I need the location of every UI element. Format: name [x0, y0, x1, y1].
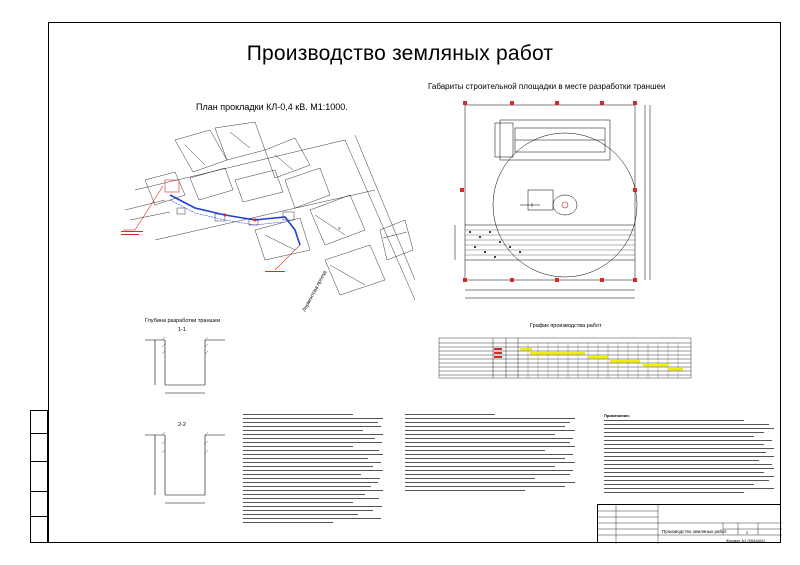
page-title: Производство земляных работ	[246, 42, 554, 65]
site-caption: Габариты строительной площадки в месте р…	[428, 82, 666, 91]
title-block-sheet-number: 2	[746, 529, 749, 535]
section-2-label: 2-2	[178, 422, 186, 428]
street-label: Лермонтова проезд	[301, 270, 328, 313]
schedule-table	[438, 337, 692, 379]
notes-title: Примечания:	[604, 413, 630, 418]
side-stamp-strip	[30, 410, 48, 543]
schedule-caption: График производства работ	[530, 323, 602, 329]
section-1-label: 1-1	[178, 327, 186, 333]
drawing-frame	[48, 22, 781, 543]
title-block-grid	[598, 505, 782, 544]
text-block-left	[243, 414, 383, 523]
section-1-drawing	[145, 336, 225, 394]
svg-text:4: 4	[336, 225, 342, 230]
text-block-middle	[405, 414, 575, 491]
title-block: Производство земляных работ 2 Формат А1 …	[597, 504, 782, 544]
plan-caption: План прокладки КЛ-0,4 кВ. М1:1000.	[196, 102, 348, 112]
title-block-title: Производство земляных работ	[662, 529, 727, 534]
site-layout-drawing	[454, 101, 651, 299]
cable-route-plan: Лермонтова проезд 4	[121, 121, 415, 313]
title-block-format: Формат А1 (594х841)	[726, 538, 766, 543]
depth-caption: Глубина разработки траншеи	[145, 318, 221, 324]
text-block-notes	[604, 420, 774, 493]
section-2-drawing	[145, 431, 225, 504]
